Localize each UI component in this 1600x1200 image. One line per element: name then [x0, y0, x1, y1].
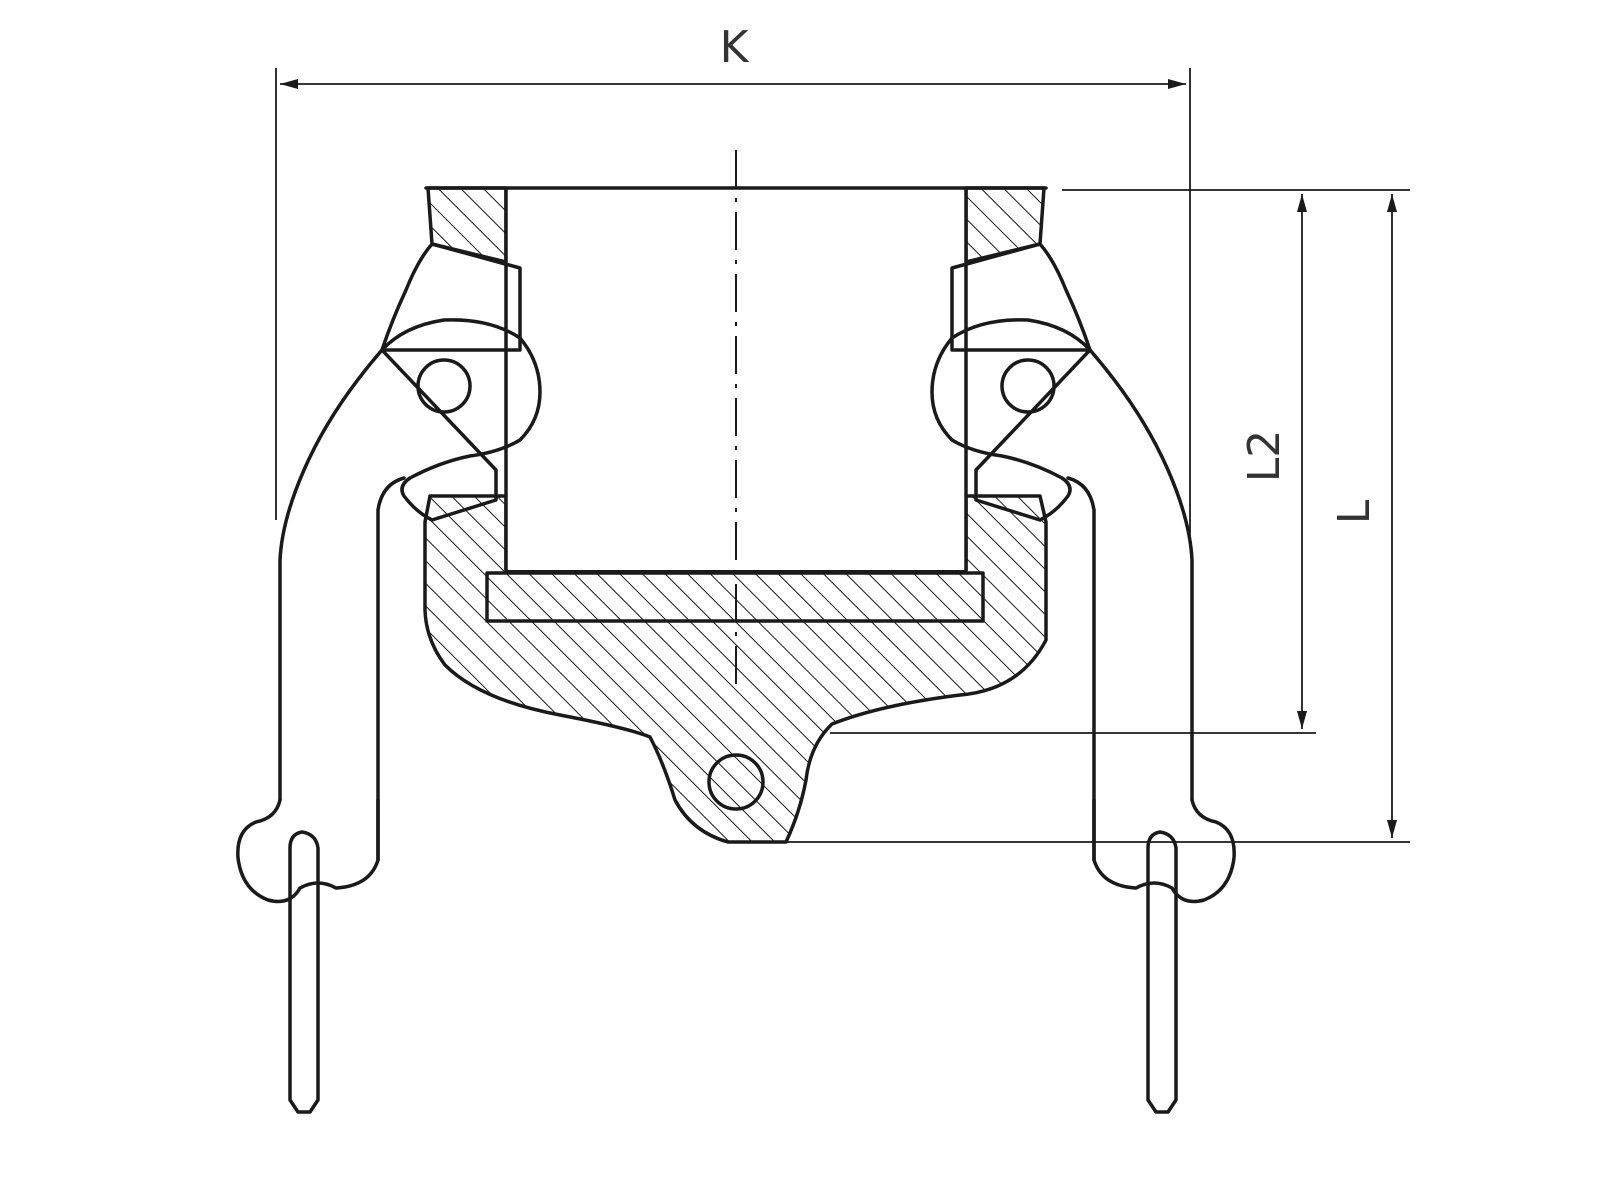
- dimension-k: K: [275, 22, 1191, 540]
- cam-arm-right: [930, 242, 1236, 904]
- right-lever-inner: [1066, 476, 1096, 862]
- body-wall-top-left: [426, 186, 508, 264]
- left-cam-head: [380, 318, 542, 522]
- l2-label: L2: [1239, 430, 1290, 483]
- l-arrow-bottom: [1387, 820, 1397, 838]
- safety-pin-left: [288, 830, 320, 1114]
- k-label: K: [720, 22, 750, 73]
- left-pivot-hole: [416, 358, 472, 414]
- l-label: L: [1329, 499, 1380, 524]
- left-lever-end: [236, 798, 380, 904]
- body-wall-top-right: [964, 186, 1046, 264]
- safety-pin-right: [1146, 830, 1178, 1114]
- left-pin: [288, 830, 320, 1114]
- left-lever-inner: [376, 476, 406, 862]
- right-lever-end: [1092, 798, 1236, 904]
- k-arrow-right: [1168, 79, 1186, 89]
- left-lever-outer: [278, 348, 384, 802]
- l2-arrow-bottom: [1297, 711, 1307, 729]
- bottom-eye-hole: [707, 753, 765, 811]
- right-pivot-hole: [1000, 358, 1056, 414]
- dimension-l2-l: L2 L: [730, 189, 1410, 843]
- l-arrow-top: [1387, 194, 1397, 212]
- l2-arrow-top: [1297, 194, 1307, 212]
- right-cam-head: [930, 318, 1092, 522]
- right-lever-outer: [1088, 348, 1194, 802]
- k-arrow-left: [280, 79, 298, 89]
- cam-arm-left: [236, 242, 542, 904]
- right-pin: [1146, 830, 1178, 1114]
